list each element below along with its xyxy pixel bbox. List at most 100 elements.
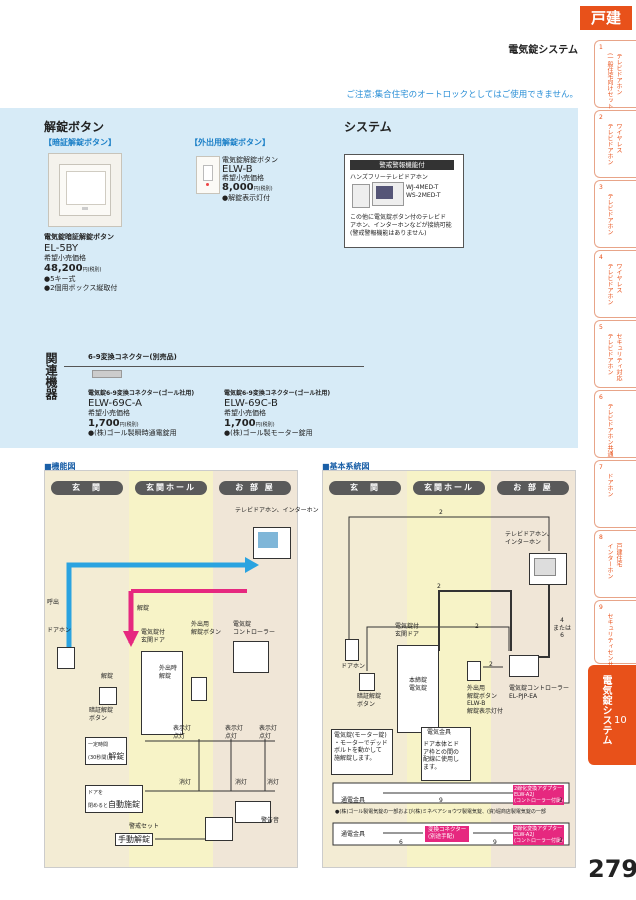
zone-entrance: 玄 関 xyxy=(329,481,401,495)
pin-unlock-button-image xyxy=(48,153,122,227)
function-wiring xyxy=(66,557,275,840)
basic-w4: 4 または 6 xyxy=(553,617,572,639)
side-tab-active[interactable] xyxy=(588,665,636,765)
function-diagram: 玄 関 玄関ホール お 部 屋 テレビドアホン、インターホン 呼出 解錠 ドアホ… xyxy=(44,470,319,868)
connector-a-price: 1,700円(税別) xyxy=(88,418,139,429)
intercom-image xyxy=(352,184,370,208)
fn-off2: 消灯 xyxy=(235,779,248,786)
basic-intercom-label: テレビドアホン、 インターホン xyxy=(505,531,553,546)
connector-b-name: 電気錠6-9変換コネクター(ゴール社用) xyxy=(224,390,331,397)
basic-motor-lock-label: 本締錠 電気錠 xyxy=(409,677,428,692)
connector-a-model: ELW-69C-A xyxy=(88,398,142,409)
monitor-image xyxy=(372,182,404,206)
fn-alarm-controller-icon xyxy=(235,801,271,823)
section-title: 電気錠システム xyxy=(508,45,578,56)
connector-a-note: ●(株)ゴール製瞬時通電錠用 xyxy=(88,429,177,437)
basic-pin-button-icon xyxy=(359,673,375,691)
fn-pin-button-icon xyxy=(99,687,117,705)
basic-w2c: 2 xyxy=(475,623,479,630)
basic-monitor-icon xyxy=(529,553,567,585)
basic-pin-button-label: 暗証解錠 ボタン xyxy=(357,693,382,708)
connector-image xyxy=(92,370,122,378)
basic-w2d: 2 xyxy=(489,661,493,668)
basic-w2a: 2 xyxy=(439,509,443,516)
left-model: EL-5BY xyxy=(44,243,79,254)
corner-tag: 戸建 xyxy=(580,6,632,30)
system-note3: (警戒警報機能はありません) xyxy=(350,230,427,237)
basic-diagram-title: ■基本系統図 xyxy=(322,462,370,471)
basic-w2b: 2 xyxy=(437,583,441,590)
basic-lock-door-label: 電気錠付 玄関ドア xyxy=(395,623,420,638)
system-note1: この他に電気錠ボタン付のテレビド xyxy=(350,214,447,221)
basic-row2-6: 6 xyxy=(399,839,403,846)
right-price: 8,000円(税別) xyxy=(222,182,273,193)
basic-door-icon xyxy=(397,645,439,733)
basic-controller-label: 電気錠コントローラー EL-PJP-EA xyxy=(509,685,570,700)
fn-doorphone-icon xyxy=(57,647,75,669)
right-price-label: 希望小売価格 xyxy=(222,174,264,182)
basic-row1-9: 9 xyxy=(439,797,443,804)
fn-auto-lock: ドアを 閉めると自動施錠 xyxy=(85,785,144,813)
function-diagram-title: ■機能図 xyxy=(44,462,76,471)
zone-room: お 部 屋 xyxy=(219,481,291,495)
caution-note: ご注意:集合住宅のオートロックとしてはご使用できません。 xyxy=(346,90,578,100)
related-subheading: 6-9変換コネクター(別売品) xyxy=(88,353,177,361)
side-tab-active-label: 電気錠システム xyxy=(600,675,611,745)
fn-unlock-label: 解錠 xyxy=(137,605,150,612)
left-price: 48,200円(税別) xyxy=(44,263,102,274)
page-number: 279 xyxy=(588,855,636,883)
basic-row2-adapter: 2線化変換アダプター ELW-A2J (コントローラー付属) xyxy=(513,825,564,845)
right-model: ELW-B xyxy=(222,164,253,175)
basic-out-button-icon xyxy=(467,661,481,681)
basic-hardware-box xyxy=(421,727,471,781)
right-product-name: 電気錠解錠ボタン xyxy=(222,156,278,164)
zone-hall: 玄関ホール xyxy=(135,481,207,495)
product-heading: 解錠ボタン xyxy=(44,120,105,134)
connector-b-price-label: 希望小売価格 xyxy=(224,409,266,417)
fn-manual-unlock: 手動解錠 xyxy=(115,833,153,846)
zone-hall: 玄関ホール xyxy=(413,481,485,495)
left-product-name: 電気錠暗証解錠ボタン xyxy=(44,233,114,241)
system-model1: WJ-4MED-T xyxy=(406,184,439,191)
fn-monitor-icon xyxy=(253,527,291,559)
related-divider xyxy=(64,366,364,367)
zone-entrance: 玄 関 xyxy=(51,481,123,495)
basic-hardware-note: ドア本体とド ア枠との間の 配線に使用し ます。 xyxy=(423,741,460,771)
connector-b-model: ELW-69C-B xyxy=(224,398,278,409)
fn-alarm-icon xyxy=(205,817,233,841)
basic-row2-9: 9 xyxy=(493,839,497,846)
basic-row2-label: 通電金具 xyxy=(341,831,366,838)
fn-lamp1: 表示灯 点灯 xyxy=(173,725,192,740)
fn-off3: 消灯 xyxy=(267,779,280,786)
fn-doorphone-label: ドアホン xyxy=(47,627,72,634)
fn-intercom-label: テレビドアホン、インターホン xyxy=(235,507,319,514)
side-tab-active-num: 10 xyxy=(614,715,627,726)
basic-doorphone-label: ドアホン xyxy=(341,663,366,670)
system-badge: 警戒警報機能付 xyxy=(350,160,454,170)
basic-row2-2: 2 xyxy=(559,837,563,844)
fn-controller-icon xyxy=(233,641,269,673)
fn-alarm-sound: 警告音 xyxy=(261,817,280,824)
right-subheading: 【外出用解錠ボタン】 xyxy=(190,138,270,147)
fn-door-icon xyxy=(141,651,183,735)
fn-pin-button-label: 暗証解錠 ボタン xyxy=(89,707,114,722)
fn-controller-label: 電気錠 コントローラー xyxy=(233,621,276,636)
fn-out-button-icon xyxy=(191,677,207,701)
left-feature1: ●5キー式 xyxy=(44,275,76,283)
connector-a-name: 電気錠6-9変換コネクター(ゴール社用) xyxy=(88,390,195,397)
basic-row2-connector: 変換コネクター (別途手配) xyxy=(425,826,470,842)
fn-timed-unlock: 一定時間 (30秒間)解錠 xyxy=(85,737,128,765)
fn-out-button-label: 外出用 解錠ボタン xyxy=(191,621,222,636)
basic-hardware-label: 電気金具 xyxy=(427,729,452,736)
fn-lamp3: 表示灯 点灯 xyxy=(259,725,278,740)
basic-note: ●(株)ゴール製電気錠の一部および(株)ミネベアショウワ製電気錠、(資)堀商店製… xyxy=(335,809,546,815)
